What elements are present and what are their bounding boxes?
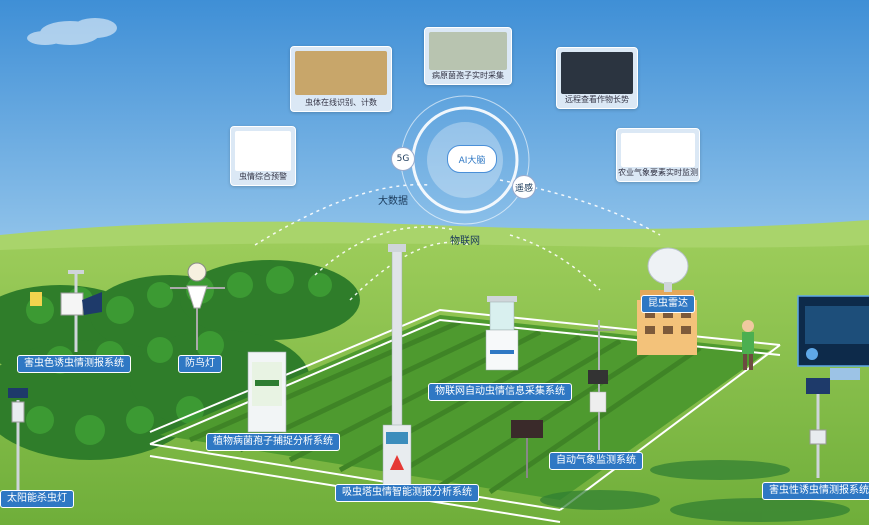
label-sex-lure: 害虫性诱虫情测报系统	[762, 482, 869, 500]
ai-brain-label: AI大脑	[458, 155, 486, 166]
remote-sensing-label: 遥感	[514, 183, 533, 194]
label-bird-light: 防鸟灯	[178, 355, 222, 373]
cloud-icon	[27, 18, 117, 45]
remote-sensing-node: 遥感	[512, 175, 536, 199]
label-color-trap: 害虫色诱虫情测报系统	[17, 355, 131, 373]
sex-lure-device	[806, 378, 830, 478]
label-tower-system: 吸虫塔虫情智能测报分析系统	[335, 484, 479, 502]
ai-brain-node: AI大脑	[447, 145, 497, 173]
farmer-figure	[742, 320, 754, 370]
spore-cabinet	[247, 351, 287, 433]
label-spore-system: 植物病菌孢子捕捉分析系统	[206, 433, 340, 451]
solar-lamp-device	[8, 388, 28, 490]
bigdata-node: 大数据	[378, 196, 408, 207]
card-insect-identify: 虫体在线识别、计数	[290, 46, 392, 112]
card-spore-capture: 病原菌孢子实时采集	[424, 27, 512, 85]
card-caption: 病原菌孢子实时采集	[432, 71, 504, 80]
monitor-screen	[797, 295, 869, 380]
card-weather-monitor: 农业气象要素实时监测	[616, 128, 700, 182]
5g-label: 5G	[396, 154, 410, 164]
scarecrow-device	[170, 262, 225, 350]
weather-thumbnail	[621, 133, 695, 167]
label-iot-collect: 物联网自动虫情信息采集系统	[428, 383, 572, 401]
label-radar: 昆虫雷达	[641, 295, 695, 313]
card-remote-crop: 远程查看作物长势	[556, 47, 638, 109]
phone-thumbnail	[235, 131, 291, 171]
iot-collector	[485, 296, 519, 371]
crop-thumbnail	[561, 52, 633, 94]
insect-thumbnail	[295, 51, 387, 95]
label-weather-system: 自动气象监测系统	[549, 452, 643, 470]
label-solar-lamp: 太阳能杀虫灯	[0, 490, 74, 508]
iot-node: 物联网	[450, 236, 480, 247]
card-caption: 远程查看作物长势	[565, 95, 629, 104]
card-caption: 农业气象要素实时监测	[618, 168, 698, 177]
weather-station	[580, 320, 615, 450]
5g-node: 5G	[391, 147, 415, 171]
card-caption: 虫情综合预警	[239, 172, 287, 181]
color-trap-device	[30, 270, 102, 352]
suction-tower	[382, 244, 412, 486]
spore-thumbnail	[429, 32, 507, 70]
card-pest-warning: 虫情综合预警	[230, 126, 296, 186]
card-caption: 虫体在线识别、计数	[305, 98, 377, 107]
